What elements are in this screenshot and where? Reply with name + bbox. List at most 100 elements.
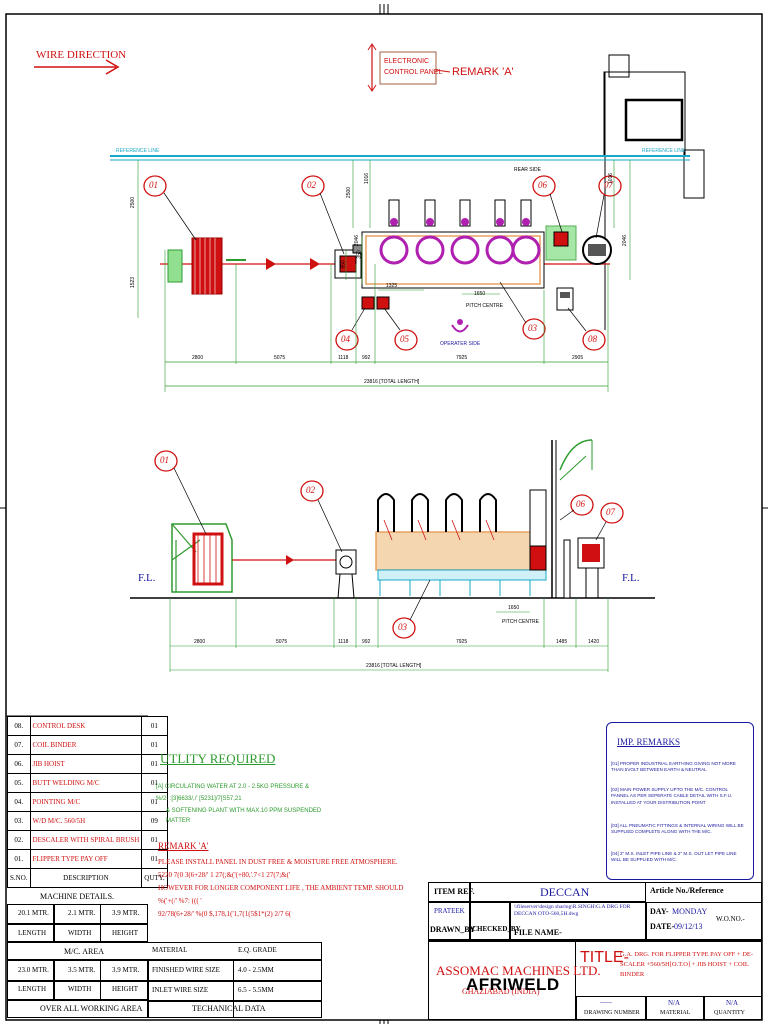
area-height-val: 3.9 MTR. — [112, 966, 140, 974]
jib-hoist — [551, 439, 593, 599]
company-name: ASSOMAC MACHINES LTD. — [436, 963, 601, 978]
dim-1650: 1650 — [474, 291, 486, 297]
md-length-label: LENGTH — [18, 929, 46, 937]
utility-a3: & SOFTENING PLANT WITH MAX.10 PPM SUSPEN… — [166, 808, 322, 814]
mc-area-title: M/C. AREA — [64, 947, 105, 956]
dim-2046-right: 2046 — [622, 234, 629, 247]
plan-capstans — [379, 235, 541, 265]
bom-desc: W/D M/C. 560/5H — [29, 811, 143, 831]
bom-no: 06. — [7, 754, 31, 774]
fl-left: F.L. — [138, 572, 156, 584]
bom-qty: 09 — [141, 811, 168, 831]
tech-inlet-val: 6.5 - 5.5MM — [238, 986, 274, 994]
dim-2046-left: 2046 — [354, 234, 361, 247]
remark-a-title: REMARK 'A' — [158, 841, 209, 851]
bom-head-desc: DESCRIPTION — [29, 868, 143, 888]
tech-grade-label: E.Q. GRADE — [238, 946, 277, 954]
working-area-footer: OVER ALL WORKING AREA — [40, 1004, 143, 1013]
wo-label: W.O.NO.- — [716, 915, 745, 923]
tech-material-label: MATERIAL — [152, 946, 188, 954]
area-width-label: WIDTH — [68, 985, 92, 993]
bom-no: 01. — [7, 849, 31, 869]
bom-desc: CONTROL DESK — [29, 716, 143, 736]
plan-view — [137, 160, 631, 392]
elev-callout-07: 07 — [606, 507, 615, 517]
elev-callout-01: 01 — [160, 455, 169, 465]
plan-dim-2: 5075 — [274, 355, 286, 361]
remark-line-3: HOWEVER FOR LONGER COMPONENT LIFE , THE … — [158, 884, 404, 892]
plan-callout-07: 07 — [604, 180, 613, 190]
plan-dim-6: 2905 — [572, 355, 584, 361]
reference-line-left-label: REFERENCE LINE — [116, 148, 160, 154]
area-length-val: 23.0 MTR. — [18, 966, 49, 974]
elev-dim-3: 1118 — [338, 639, 349, 645]
plan-callout-08: 08 — [588, 334, 597, 344]
drawing-number-label: DRAWING NUMBER — [584, 1010, 640, 1016]
utility-a2: %/2: :[3]6633/,/' [5231]/7[S57,21 — [156, 796, 242, 802]
tech-finished-val: 4.0 - 2.5MM — [238, 966, 274, 974]
elev-pitch-centre: PITCH CENTRE — [502, 619, 539, 625]
elev-callout-06: 06 — [576, 499, 585, 509]
drawn-by-name: PRATEEK — [434, 907, 465, 915]
day-label: DAY- — [650, 907, 669, 916]
title-value: G.A. DRG. FOR FLIPPER TYPE PAY OFF + DE-… — [620, 951, 754, 978]
file-path: \\fileserver\design sharing\R.SINGH\G.A … — [514, 904, 631, 918]
material-label: MATERIAL — [660, 1010, 691, 1016]
customer-name: DECCAN — [540, 885, 590, 899]
plan-callout-03: 03 — [528, 323, 537, 333]
utility-a4: MATTER — [166, 818, 191, 824]
md-height-val: 3.9 MTR. — [112, 909, 140, 917]
dim-1523: 1523 — [130, 276, 137, 289]
quantity-value: N/A — [726, 999, 739, 1007]
pitch-centre-label: PITCH CENTRE — [466, 303, 503, 309]
md-height-label: HEIGHT — [112, 929, 139, 937]
tech-inlet-label: INLET WIRE SIZE — [152, 986, 209, 994]
md-length-val: 20.1 MTR. — [18, 909, 49, 917]
rear-side-label: REAR SIDE — [514, 167, 541, 173]
bom-no: 05. — [7, 773, 31, 793]
remark-line-5: 92/78(6+28/' %(0 $,178,1('1,7(1(5$1*(2) … — [158, 910, 292, 918]
bom-qty: 01 — [141, 792, 168, 812]
plan-callout-06: 06 — [538, 180, 547, 190]
utility-title: UTLITY REQUIRED — [160, 751, 276, 766]
bom-desc: POINTING M/C — [29, 792, 143, 812]
tech-footer: TECHANICAL DATA — [192, 1004, 266, 1013]
date-value: 09/12/13 — [674, 922, 703, 931]
dim-2500: 2500 — [130, 196, 137, 209]
bom-qty: 01 — [141, 716, 168, 736]
bom-desc: BUTT WELDING M/C — [29, 773, 143, 793]
bom-desc: FLIPPER TYPE PAY OFF — [29, 849, 143, 869]
dim-1016: 1016 — [364, 172, 371, 185]
operator-side-label: OPERATER SIDE — [440, 341, 481, 347]
article-label: Article No./Reference — [650, 886, 724, 895]
plan-callout-05: 05 — [400, 334, 409, 344]
bom-no: 04. — [7, 792, 31, 812]
imp-remark-1: [01] PROPER INDUSTRIAL EARTHING GIVING N… — [611, 761, 736, 773]
elev-dim-4: 992 — [362, 639, 371, 645]
building-column — [603, 54, 705, 330]
panel-label-line2: CONTROL PANEL — [384, 69, 443, 76]
area-length-label: LENGTH — [18, 985, 46, 993]
machine-details-title: MACHINE DETAILS. — [40, 892, 115, 901]
bom-no: 02. — [7, 830, 31, 850]
reference-line-right-label: REFERENCE LINE — [642, 148, 686, 154]
imp-remark-2: [02] MAIN POWER SUPPLY UPTO THE M/C. CON… — [611, 787, 733, 805]
remark-a-tag: REMARK 'A' — [452, 66, 514, 78]
elev-dim-5: 7925 — [456, 639, 468, 645]
reference-line — [110, 155, 690, 161]
plan-dim-4: 992 — [362, 355, 371, 361]
material-value: N/A — [668, 999, 681, 1007]
elev-dim-2: 5075 — [276, 639, 288, 645]
plan-callout-02: 02 — [307, 180, 316, 190]
control-panel-symbol — [367, 43, 451, 92]
title-label: TITLE- — [580, 949, 629, 966]
day-value: MONDAY — [672, 907, 708, 916]
date-label: DATE- — [650, 922, 675, 931]
drawing-number-value: ------ — [600, 1000, 612, 1006]
